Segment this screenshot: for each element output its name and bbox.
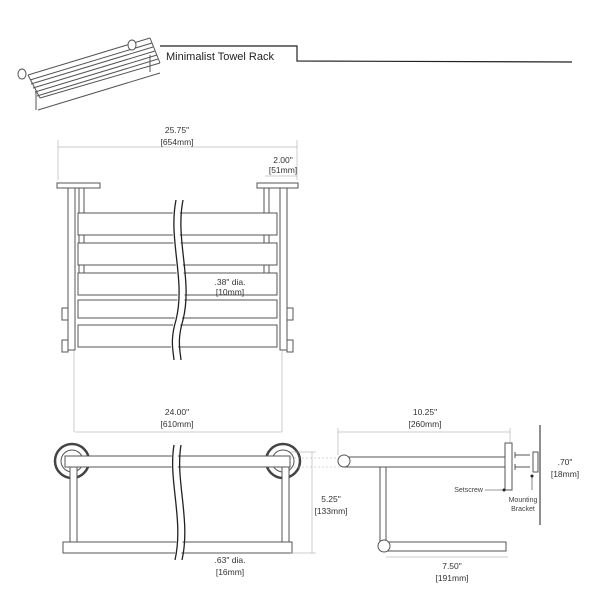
rod-diameter-mm-label: [10mm] — [216, 287, 244, 297]
rod-diameter-label: .38" dia. — [215, 277, 246, 287]
flange-width-mm-label: [51mm] — [269, 165, 297, 175]
flange-thickness-mm-label: [18mm] — [551, 469, 579, 479]
height-label: 5.25" — [321, 494, 341, 504]
height-mm-label: [133mm] — [314, 506, 347, 516]
depth-label: 10.25" — [413, 407, 437, 417]
screws — [514, 452, 530, 470]
title-rule — [160, 45, 573, 63]
center-width-label: 24.00" — [165, 407, 189, 417]
mounting-bracket — [532, 451, 539, 473]
front-view: 24.00" [610mm] 5.25" [133mm] .63" dia. [… — [53, 407, 505, 577]
depth-mm-label: [260mm] — [408, 419, 441, 429]
center-width-mm-label: [610mm] — [160, 419, 193, 429]
isometric-thumbnail — [17, 37, 161, 111]
bar-diameter-label: .63" dia. — [215, 555, 246, 565]
bar-diameter-mm-label: [16mm] — [216, 567, 244, 577]
flange-thickness-label: .70" — [558, 457, 573, 467]
wall-flange — [504, 442, 513, 491]
top-view: 25.75" [654mm] 2.00" [51mm] .38" dia. [1… — [56, 125, 299, 432]
bar-depth-label: 7.50" — [442, 561, 462, 571]
overall-width-label: 25.75" — [165, 125, 189, 135]
side-view: 10.25" [260mm] .70" [18mm] Setscrew Moun… — [337, 407, 579, 583]
mounting-label: Mounting — [509, 497, 538, 504]
overall-width-mm-label: [654mm] — [160, 137, 193, 147]
bracket-label: Bracket — [511, 506, 535, 513]
break-line — [171, 199, 180, 361]
bar-depth-mm-label: [191mm] — [435, 573, 468, 583]
setscrew-label: Setscrew — [454, 487, 484, 494]
product-title: Minimalist Towel Rack — [166, 51, 274, 63]
flange-width-label: 2.00" — [273, 155, 293, 165]
